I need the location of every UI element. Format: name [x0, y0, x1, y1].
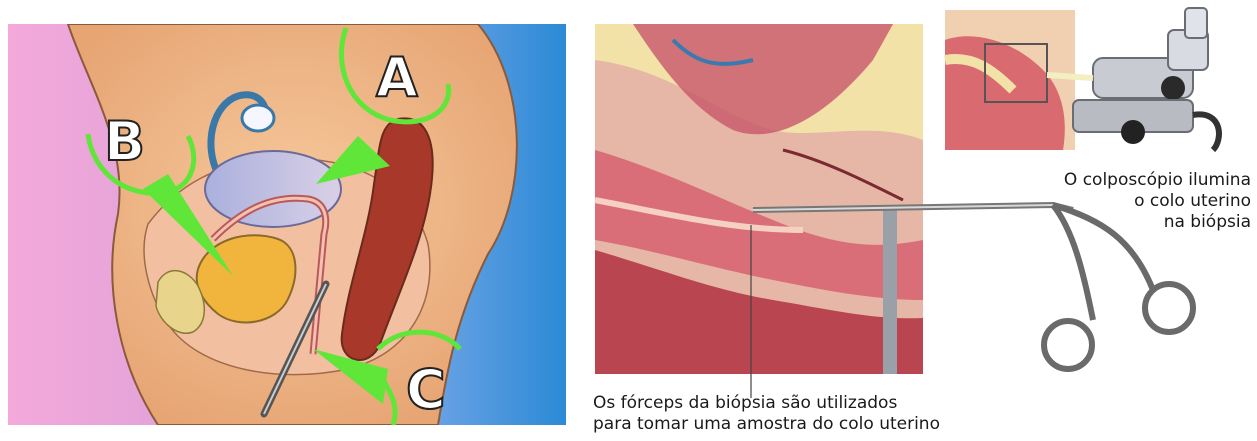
pelvis-diagram: A B C — [8, 24, 566, 425]
forceps-caption-line-2: para tomar uma amostra do colo uterino — [593, 414, 1063, 435]
ovary — [242, 105, 274, 131]
colposcope-inset — [945, 10, 1075, 150]
colposcope-caption: O colposcópio ilumina o colo uterino na … — [981, 170, 1251, 233]
pelvis-illustration: A B C — [8, 24, 566, 425]
anatomy-section — [595, 24, 923, 374]
colposcope-caption-line-2: o colo uterino — [981, 191, 1251, 212]
colposcope-caption-line-1: O colposcópio ilumina — [981, 170, 1251, 191]
label-a: A — [376, 46, 418, 109]
label-c: C — [406, 358, 446, 421]
uterus — [205, 151, 341, 227]
biopsy-diagram: O colposcópio ilumina o colo uterino na … — [573, 0, 1257, 437]
colposcope-caption-line-3: na biópsia — [981, 212, 1251, 233]
label-b: B — [104, 110, 145, 173]
forceps-caption: Os fórceps da biópsia são utilizados par… — [593, 393, 1063, 435]
forceps-caption-line-1: Os fórceps da biópsia são utilizados — [593, 393, 1063, 414]
